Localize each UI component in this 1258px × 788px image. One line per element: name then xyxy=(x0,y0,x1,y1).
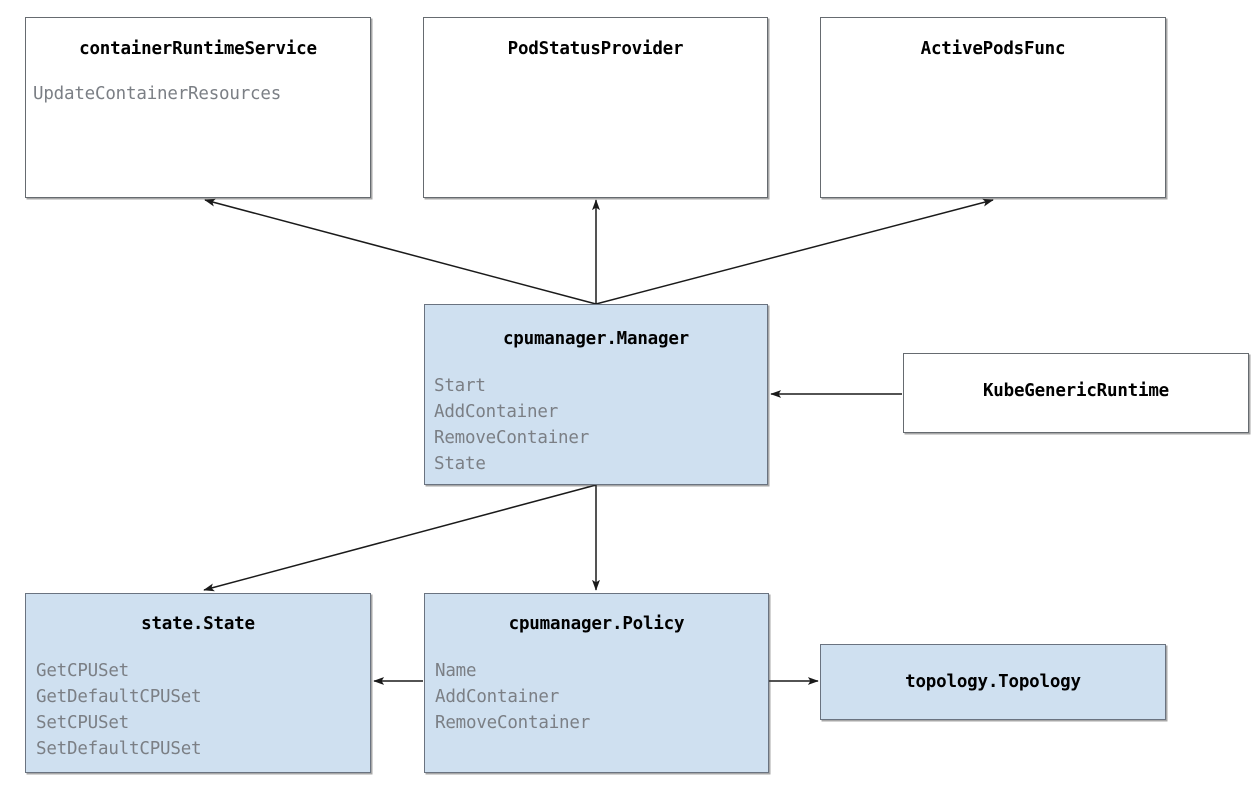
node-title-state-state: state.State xyxy=(141,614,255,634)
node-cpumanager-manager[interactable]: cpumanager.Manager Start AddContainer Re… xyxy=(424,304,768,485)
node-title-cpumanager-policy: cpumanager.Policy xyxy=(508,614,685,634)
node-active-pods-func[interactable]: ActivePodsFunc xyxy=(820,17,1166,198)
node-pod-status-provider[interactable]: PodStatusProvider xyxy=(423,17,768,198)
node-container-runtime-service[interactable]: containerRuntimeService UpdateContainerR… xyxy=(25,17,371,198)
node-title-active-pods-func: ActivePodsFunc xyxy=(920,39,1066,59)
node-title-kube-generic-runtime: KubeGenericRuntime xyxy=(982,381,1170,401)
node-members-state-state: GetCPUSet GetDefaultCPUSet SetCPUSet Set… xyxy=(36,661,202,759)
node-title-topology-topology: topology.Topology xyxy=(905,672,1081,692)
node-topology-topology[interactable]: topology.Topology xyxy=(820,644,1166,720)
edge-manager-to-container-runtime-service xyxy=(204,198,597,305)
node-kube-generic-runtime[interactable]: KubeGenericRuntime xyxy=(903,353,1249,433)
edge-manager-to-active-pods-func xyxy=(595,198,994,305)
node-state-state[interactable]: state.State GetCPUSet GetDefaultCPUSet S… xyxy=(25,593,371,773)
node-members-cpumanager-policy: Name AddContainer RemoveContainer xyxy=(435,661,591,733)
node-title-pod-status-provider: PodStatusProvider xyxy=(507,39,684,59)
node-cpumanager-policy[interactable]: cpumanager.Policy Name AddContainer Remo… xyxy=(424,593,769,773)
node-members-container-runtime-service: UpdateContainerResources xyxy=(33,84,282,104)
node-title-container-runtime-service: containerRuntimeService xyxy=(79,39,317,59)
edge-manager-to-state-state xyxy=(203,484,597,592)
node-title-cpumanager-manager: cpumanager.Manager xyxy=(502,329,690,349)
node-members-cpumanager-manager: Start AddContainer RemoveContainer State xyxy=(434,376,590,474)
